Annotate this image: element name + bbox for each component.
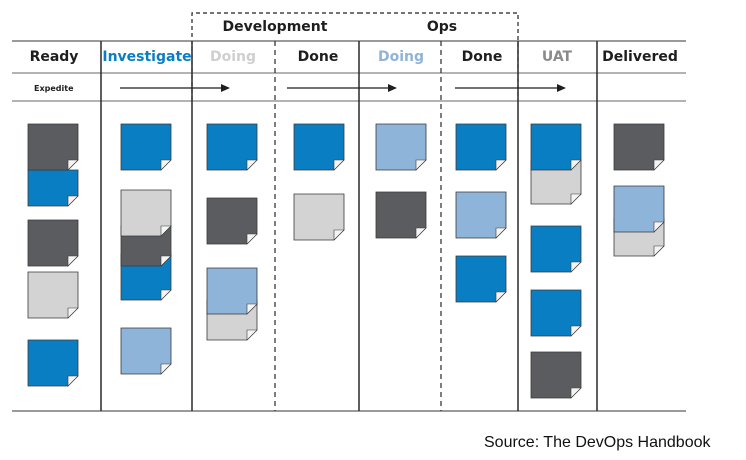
card-ops-done-blue [455,123,507,171]
column-header-delivered: Delivered [602,49,678,65]
kanban-board: Development Ops Ready Investigate Doing … [12,12,686,412]
card-fold [495,227,507,239]
card-dev-done-light-gray [293,193,345,241]
card-fold [570,261,582,273]
expedite-arrow-head [221,84,230,92]
card-ops-done-blue [455,255,507,303]
expedite-lane: Expedite [34,84,566,93]
expedite-arrow-head [557,84,566,92]
row-dividers [12,40,686,412]
card-fold [495,159,507,171]
card-fold [570,193,582,205]
column-header-uat: UAT [542,49,573,65]
card-fold [67,375,79,387]
cards-layer [27,123,665,399]
card-uat-blue [530,225,582,273]
source-caption: Source: The DevOps Handbook [484,434,711,451]
card-investigate-light-blue [120,327,172,375]
column-header-investigate: Investigate [102,49,191,65]
card-ops-doing-light-blue [375,123,427,171]
card-ready-dark-gray [27,219,79,267]
card-fold [653,221,665,233]
card-ready-blue [27,339,79,387]
card-fold [246,329,258,341]
column-header-ready: Ready [30,49,79,65]
card-fold [570,325,582,337]
card-uat-dark-gray [530,351,582,399]
card-fold [67,195,79,207]
card-fold [495,291,507,303]
card-fold [160,255,172,267]
card-fold [246,233,258,245]
group-header-development: Development [223,19,328,35]
column-header-dev-done: Done [298,49,339,65]
column-headers: Ready Investigate Doing Done Doing Done … [30,49,678,65]
card-dev-done-blue [293,123,345,171]
card-dev-doing-light-blue [206,267,258,315]
card-ops-doing-dark-gray [375,191,427,239]
card-fold [415,227,427,239]
column-dividers [100,41,598,411]
expedite-arrow-head [388,84,397,92]
card-fold [67,159,79,171]
card-fold [67,255,79,267]
card-uat-light-gray [530,159,582,205]
card-delivered-light-blue [613,185,665,233]
card-ops-done-light-blue [455,191,507,239]
card-fold [415,159,427,171]
group-label-development: Development [223,19,328,35]
card-investigate-light-gray [120,189,172,237]
card-uat-blue [530,289,582,337]
card-investigate-blue [120,123,172,171]
group-header-ops: Ops [427,19,457,35]
card-ready-blue [27,169,79,207]
card-ready-light-gray [27,271,79,319]
card-dev-doing-blue [206,123,258,171]
card-fold [246,303,258,315]
card-fold [653,159,665,171]
card-uat-blue [530,123,582,171]
card-dev-doing-dark-gray [206,197,258,245]
card-fold [333,229,345,241]
card-fold [333,159,345,171]
card-fold [570,387,582,399]
card-fold [653,245,665,257]
column-header-ops-done: Done [462,49,503,65]
card-ready-dark-gray [27,123,79,171]
card-fold [570,159,582,171]
card-delivered-dark-gray [613,123,665,171]
card-fold [160,159,172,171]
card-fold [246,159,258,171]
column-header-dev-doing: Doing [210,49,256,65]
card-fold [160,225,172,237]
card-fold [160,289,172,301]
group-label-ops: Ops [427,19,457,35]
expedite-label: Expedite [34,84,74,93]
card-fold [160,363,172,375]
column-header-ops-doing: Doing [378,49,424,65]
card-fold [67,307,79,319]
expedite-arrows [120,84,566,92]
